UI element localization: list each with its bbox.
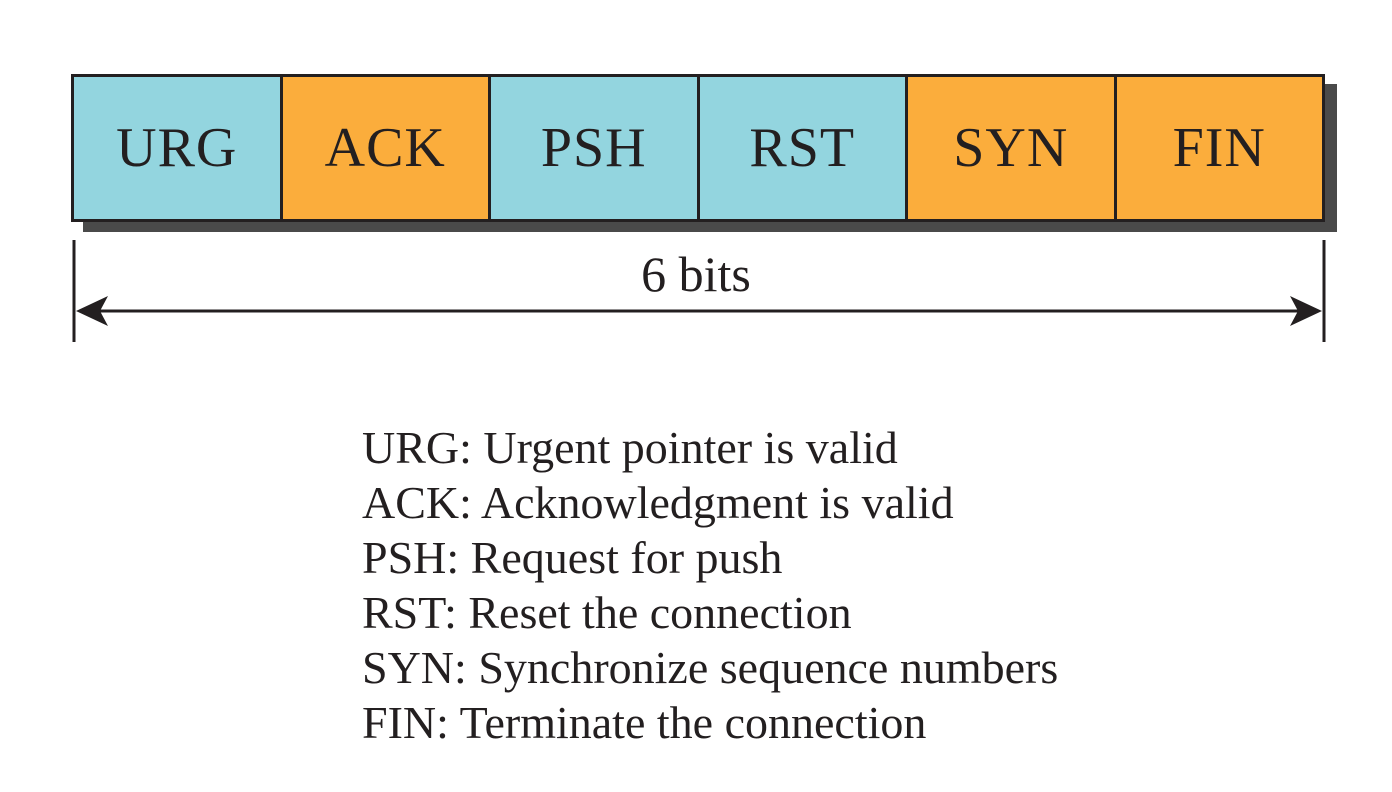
size-label: 6 bits: [641, 246, 751, 302]
legend-abbr: SYN: [362, 642, 455, 693]
legend-item-fin: FIN: Terminate the connection: [362, 697, 927, 748]
legend-desc: Request for push: [470, 532, 783, 583]
flag-field-row: URG ACK PSH RST SYN FIN: [71, 74, 1325, 222]
size-dimension-arrow: [72, 240, 1326, 342]
flag-label-ack: ACK: [324, 117, 446, 179]
legend-desc: Urgent pointer is valid: [483, 422, 898, 473]
flag-cell-psh: PSH: [491, 77, 700, 219]
flag-label-fin: FIN: [1172, 117, 1266, 179]
legend-abbr: RST: [362, 587, 445, 638]
flag-cell-urg: URG: [74, 77, 283, 219]
flag-label-psh: PSH: [540, 117, 647, 179]
legend-item-ack: ACK: Acknowledgment is valid: [362, 477, 954, 528]
legend-abbr: FIN: [362, 697, 437, 748]
legend-item-rst: RST: Reset the connection: [362, 587, 852, 638]
legend-desc: Terminate the connection: [459, 697, 927, 748]
flag-cell-syn: SYN: [908, 77, 1117, 219]
flag-label-syn: SYN: [953, 117, 1069, 179]
arrowhead-right-icon: [1290, 296, 1322, 326]
legend-abbr: URG: [362, 422, 460, 473]
flag-legend: URG: Urgent pointer is valid ACK: Acknow…: [362, 420, 1262, 750]
flag-cell-ack: ACK: [282, 77, 491, 219]
arrowhead-left-icon: [76, 296, 108, 326]
legend-desc: Acknowledgment is valid: [480, 477, 954, 528]
legend-item-syn: SYN: Synchronize sequence numbers: [362, 642, 1059, 693]
legend-abbr: PSH: [362, 532, 447, 583]
legend-abbr: ACK: [362, 477, 460, 528]
flag-label-rst: RST: [749, 117, 856, 179]
flag-label-urg: URG: [116, 117, 238, 179]
legend-item-urg: URG: Urgent pointer is valid: [362, 422, 898, 473]
legend-item-psh: PSH: Request for push: [362, 532, 783, 583]
legend-desc: Synchronize sequence numbers: [478, 642, 1059, 693]
legend-desc: Reset the connection: [468, 587, 852, 638]
flag-cell-fin: FIN: [1116, 77, 1322, 219]
flag-cell-rst: RST: [699, 77, 908, 219]
